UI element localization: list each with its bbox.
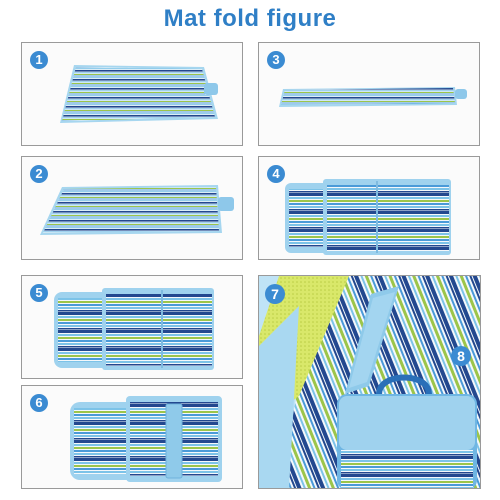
- step-badge: 8: [451, 346, 471, 366]
- page-title: Mat fold figure: [163, 5, 337, 32]
- step-5-panel: 5: [21, 275, 243, 379]
- step-badge: 5: [30, 284, 48, 302]
- step-3-panel: 3: [258, 42, 480, 146]
- step-7-8-panel: 7 8: [258, 275, 481, 489]
- step-1-panel: 1: [21, 42, 243, 146]
- step-4-panel: 4: [258, 156, 480, 260]
- step-badge: 6: [30, 394, 48, 412]
- step-badge: 7: [265, 284, 285, 304]
- mat-folded-lengthwise-illustration: [40, 185, 234, 235]
- step-badge: 4: [267, 165, 285, 183]
- step-badge: 1: [30, 51, 48, 69]
- unfolded-mat-illustration: [60, 65, 218, 123]
- step-badge: 3: [267, 51, 285, 69]
- mat-first-widthwise-fold-illustration: [285, 179, 451, 255]
- mat-folded-with-strap-illustration: [70, 396, 222, 482]
- step-badge: 2: [30, 165, 48, 183]
- step-6-panel: 6: [21, 385, 243, 489]
- mat-rolled-with-handle-photo: [259, 276, 480, 488]
- step-2-panel: 2: [21, 156, 243, 260]
- mat-second-widthwise-fold-illustration: [54, 288, 214, 370]
- mat-folded-lengthwise-twice-illustration: [279, 87, 467, 107]
